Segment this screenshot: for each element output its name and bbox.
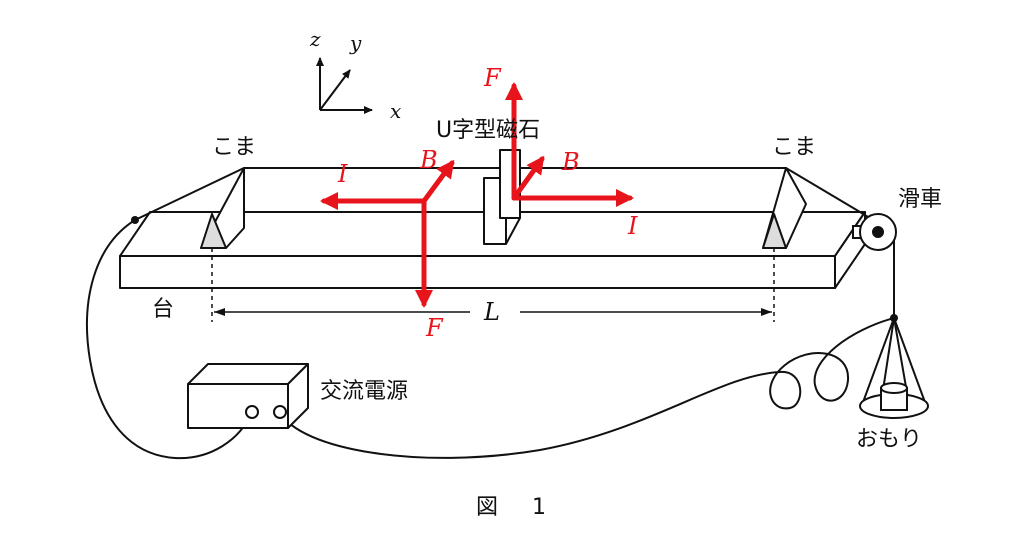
ac-source-label: 交流電源 <box>320 379 408 404</box>
koma-left-label: こま <box>212 135 256 160</box>
wire-left-lead <box>86 219 253 460</box>
pulley <box>852 213 897 251</box>
stand-front <box>119 255 836 289</box>
source-side <box>287 363 309 429</box>
weight <box>859 317 929 419</box>
wire-junction-dot <box>131 216 139 224</box>
stand-label: 台 <box>152 297 174 322</box>
current-left-label: I <box>337 160 348 188</box>
pulley-label: 滑車 <box>898 187 942 212</box>
magnet-label: U字型磁石 <box>436 118 540 143</box>
terminal-left <box>245 405 259 419</box>
vectors-right <box>505 82 634 207</box>
y-axis-arrow <box>319 69 351 111</box>
ac-power-source <box>187 363 309 429</box>
field-left-arrow <box>421 159 455 204</box>
figure-caption-number: 1 <box>532 495 546 520</box>
figure-caption-word: 図 <box>476 495 498 520</box>
axes-indicator <box>316 57 373 114</box>
wire-right-lead <box>279 317 895 459</box>
field-right-arrow <box>511 155 545 201</box>
koma-right-label: こま <box>772 135 816 160</box>
force-left-label: F <box>425 314 444 342</box>
length-dimension <box>211 248 775 322</box>
weight-label: おもり <box>856 427 922 452</box>
length-label: L <box>483 298 500 326</box>
field-right-label: B <box>561 148 580 176</box>
y-axis-label: y <box>349 31 362 55</box>
x-axis-label: x <box>390 99 401 123</box>
force-right-label: F <box>483 64 502 92</box>
koma-left <box>200 167 245 249</box>
z-axis-label: z <box>309 27 321 51</box>
source-front <box>187 383 289 429</box>
u-magnet <box>483 149 521 245</box>
vectors-left <box>320 159 455 308</box>
field-left-label: B <box>419 146 438 174</box>
terminal-right <box>273 405 287 419</box>
current-right-label: I <box>627 212 638 240</box>
